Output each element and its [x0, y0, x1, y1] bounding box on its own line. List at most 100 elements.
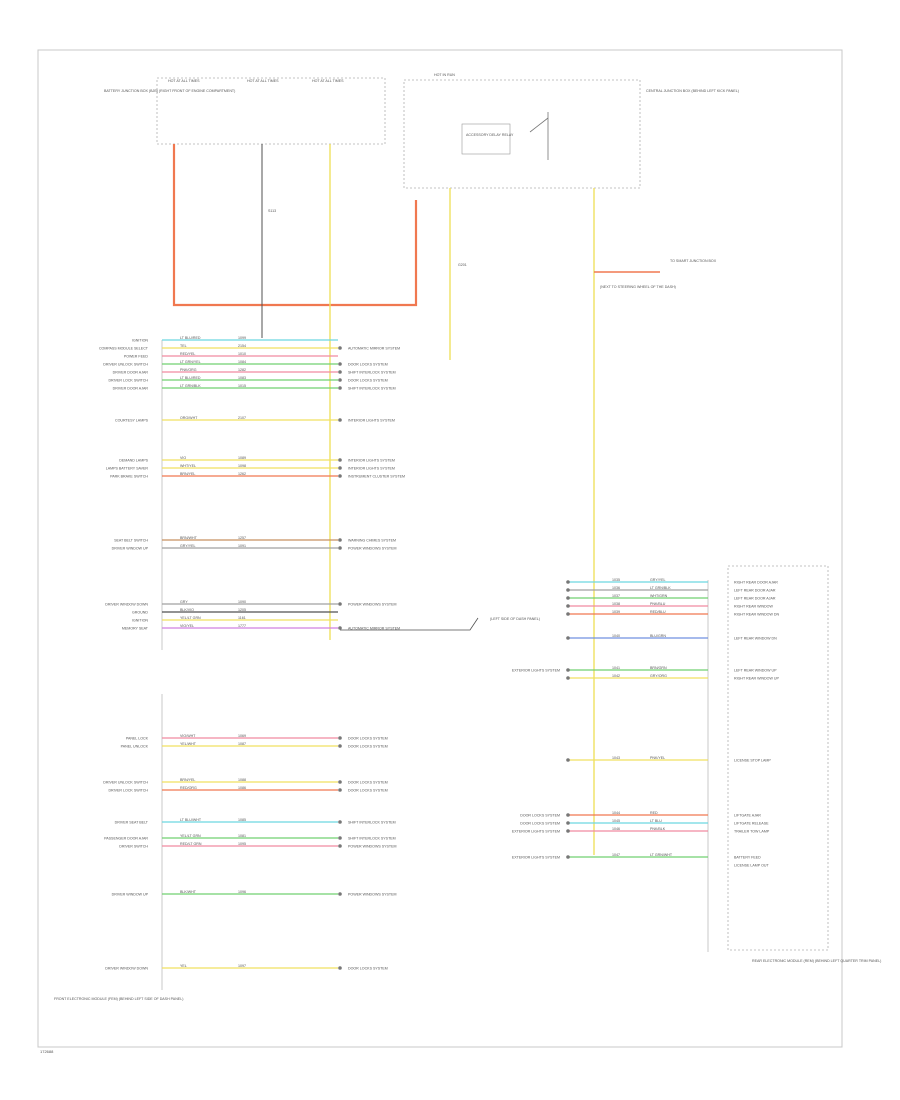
fem-circuit: 1085 — [238, 818, 246, 822]
fem-connector-dot — [338, 362, 342, 366]
fem-pin-label: DEMAND LAMPS — [119, 458, 148, 462]
fem-circuit: 1777 — [238, 624, 246, 628]
fem-destination: POWER WINDOWS SYSTEM — [348, 892, 397, 896]
rem-wire-color: LT GRN/WHT — [650, 853, 673, 857]
fem-connector-dot — [338, 626, 342, 630]
fem-circuit: 1015 — [238, 384, 246, 388]
rem-pin-label: RIGHT REAR WINDOW — [734, 604, 773, 608]
rem-pin-label: LEFT REAR DOOR AJAR — [734, 596, 776, 600]
fem-connector-dot — [338, 780, 342, 784]
fem-pin-label: GROUND — [132, 610, 148, 614]
fem-pin-label: DRIVER DOOR AJAR — [113, 370, 149, 374]
rem-circuit: 1046 — [612, 827, 620, 831]
rem-connector-dot — [566, 829, 570, 833]
fem-destination: DOOR LOCKS SYSTEM — [348, 378, 388, 382]
rem-circuit: 1036 — [612, 586, 620, 590]
fem-pin-label: DRIVER SWITCH — [119, 844, 148, 848]
rem-wire-color: BRN/GRN — [650, 666, 667, 670]
rem-connector-dot — [566, 588, 570, 592]
fem-wire-color: YEL — [180, 964, 187, 968]
fem-pin-label: MEMORY SEAT — [122, 626, 149, 630]
rem-circuit: 1043 — [612, 756, 620, 760]
rem-wire-color: BLU/GRN — [650, 634, 666, 638]
fem-pin-label: COURTESY LAMPS — [115, 418, 149, 422]
fem-destination: DOOR LOCKS SYSTEM — [348, 744, 388, 748]
fem-circuit: 1088 — [238, 778, 246, 782]
rem-wire-color: GRY/YEL — [650, 578, 666, 582]
fem-pin-label: DRIVER LOCK SWITCH — [108, 378, 148, 382]
fem-connector-dot — [338, 788, 342, 792]
fem-wire-color: TEL — [180, 344, 187, 348]
fem-wire-color: LT BLU/WHT — [180, 818, 202, 822]
fem-wire-color: ORG/WHT — [180, 416, 198, 420]
rem-pin-label: RIGHT REAR WINDOW DN — [734, 612, 779, 616]
fem-pin-label: DRIVER UNLOCK SWITCH — [103, 780, 148, 784]
fem-wire-color: RED/YEL — [180, 352, 195, 356]
fem-wire-color: LT GRN/BLK — [180, 384, 201, 388]
fem-connector-dot — [338, 378, 342, 382]
cjb-title: HOT IN RUN — [434, 73, 455, 77]
fem-connector-dot — [338, 538, 342, 542]
rem-pin-row: 1041 BRN/GRN LEFT REAR WINDOW UP EXTERIOR L… — [512, 666, 777, 672]
rem-wire-color: PNK/BLU — [650, 602, 666, 606]
rem-pin-label: LIFTGATE RELEASE — [734, 821, 769, 825]
rem-circuit: 1035 — [612, 578, 620, 582]
ground-label: G201 — [458, 263, 467, 267]
rem-wire-color: PNK/BLK — [650, 827, 666, 831]
fem-destination: INTERIOR LIGHTS SYSTEM — [348, 458, 395, 462]
rem-destination: EXTERIOR LIGHTS SYSTEM — [512, 829, 560, 833]
fem-pin-label: COMPASS MODULE SELECT — [99, 346, 149, 350]
rem-connector-dot — [566, 821, 570, 825]
fem-connector-dot — [338, 602, 342, 606]
fem-pin-label: PANEL LOCK — [126, 736, 149, 740]
fem-wire-color: LT BLU/RED — [180, 376, 201, 380]
rem-connector-dot — [566, 668, 570, 672]
rem-destination: DOOR LOCKS SYSTEM — [520, 821, 560, 825]
fem-wire-color: BLK/WHT — [180, 890, 197, 894]
fem-circuit: 1205 — [238, 608, 246, 612]
fem-wire-color: LT BLU/RED — [180, 336, 201, 340]
rem-pin-label: RIGHT REAR WINDOW UP — [734, 676, 779, 680]
hot-label-3: HOT AT ALL TIMES — [312, 79, 344, 83]
rem-pin-label: LIFTGATE AJAR — [734, 813, 761, 817]
fem-wire-color: YEL/WHT — [180, 742, 197, 746]
fem-wire-color: GRY — [180, 600, 188, 604]
rem-circuit: 1047 — [612, 853, 620, 857]
fem-wire-color: LT GRN/YEL — [180, 360, 201, 364]
ground-note: (LEFT SIDE OF DASH PANEL) — [490, 617, 540, 621]
fem-destination: POWER WINDOWS SYSTEM — [348, 844, 397, 848]
fem-destination: POWER WINDOWS SYSTEM — [348, 602, 397, 606]
fem-destination: SHIFT INTERLOCK SYSTEM — [348, 820, 396, 824]
fem-pin-label: DRIVER LOCK SWITCH — [108, 788, 148, 792]
rem-circuit: 1041 — [612, 666, 620, 670]
fem-connector-dot — [338, 386, 342, 390]
rem-destination: EXTERIOR LIGHTS SYSTEM — [512, 668, 560, 672]
left-connector-name: FRONT ELECTRONIC MODULE (FEM) (BEHIND LE… — [54, 997, 183, 1001]
fem-connector-dot — [338, 418, 342, 422]
to-smart-label: TO SMART JUNCTION BOX — [670, 259, 717, 263]
fem-wire-color: YEL/LT GRN — [180, 834, 201, 838]
fem-wire-color: BRN/YEL — [180, 472, 195, 476]
fem-wire-color: BLK/VIO — [180, 608, 194, 612]
fem-pin-label: IGNITION — [132, 618, 148, 622]
rem-wire-color: RED — [650, 811, 658, 815]
rem-pin-label: LEFT REAR WINDOW UP — [734, 668, 777, 672]
fem-connector-dot — [338, 820, 342, 824]
fem-connector-dot — [338, 736, 342, 740]
